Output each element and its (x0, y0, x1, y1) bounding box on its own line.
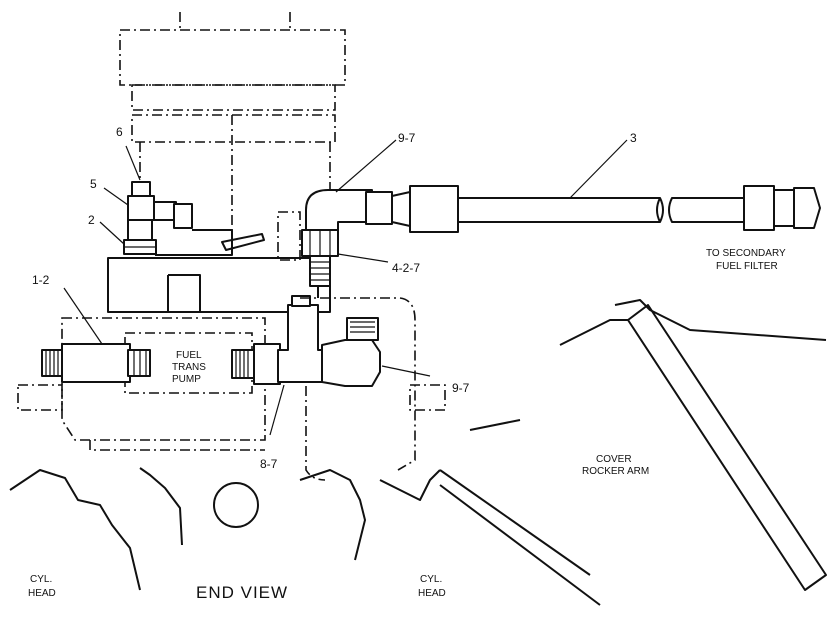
to-secondary-label-line1: TO SECONDARY (706, 248, 786, 259)
pump-label-line1: FUEL (176, 350, 202, 361)
callout-9-7-top: 9-7 (398, 131, 416, 145)
callout-9-7-right: 9-7 (452, 381, 470, 395)
cover-label-line2: ROCKER ARM (582, 466, 649, 477)
callout-3: 3 (630, 131, 637, 145)
cyl-head-right-line1: CYL. (420, 574, 442, 585)
callout-6: 6 (116, 125, 123, 139)
fuel-transfer-pump (17, 257, 446, 451)
upper-housing (119, 12, 346, 240)
engine-block-outline (9, 297, 827, 606)
callout-5: 5 (90, 177, 97, 191)
fitting-stack (123, 181, 265, 256)
cyl-head-left-line1: CYL. (30, 574, 52, 585)
hose-assembly (365, 185, 821, 233)
cyl-head-left-line2: HEAD (28, 588, 56, 599)
cyl-head-right-line2: HEAD (418, 588, 446, 599)
to-secondary-label-line2: FUEL FILTER (716, 261, 778, 272)
callout-1-2: 1-2 (32, 273, 50, 287)
pump-label-line3: PUMP (172, 374, 201, 385)
pump-label-line2: TRANS (172, 362, 206, 373)
callout-8-7: 8-7 (260, 457, 278, 471)
top-elbow-and-fitting (277, 189, 373, 298)
leader-lines (63, 139, 628, 436)
tee-fitting (231, 295, 381, 387)
callout-2: 2 (88, 213, 95, 227)
diagram-title: END VIEW (196, 583, 288, 602)
left-fitting (41, 343, 151, 383)
cover-label-line1: COVER (596, 454, 632, 465)
callout-4-2-7: 4-2-7 (392, 261, 420, 275)
